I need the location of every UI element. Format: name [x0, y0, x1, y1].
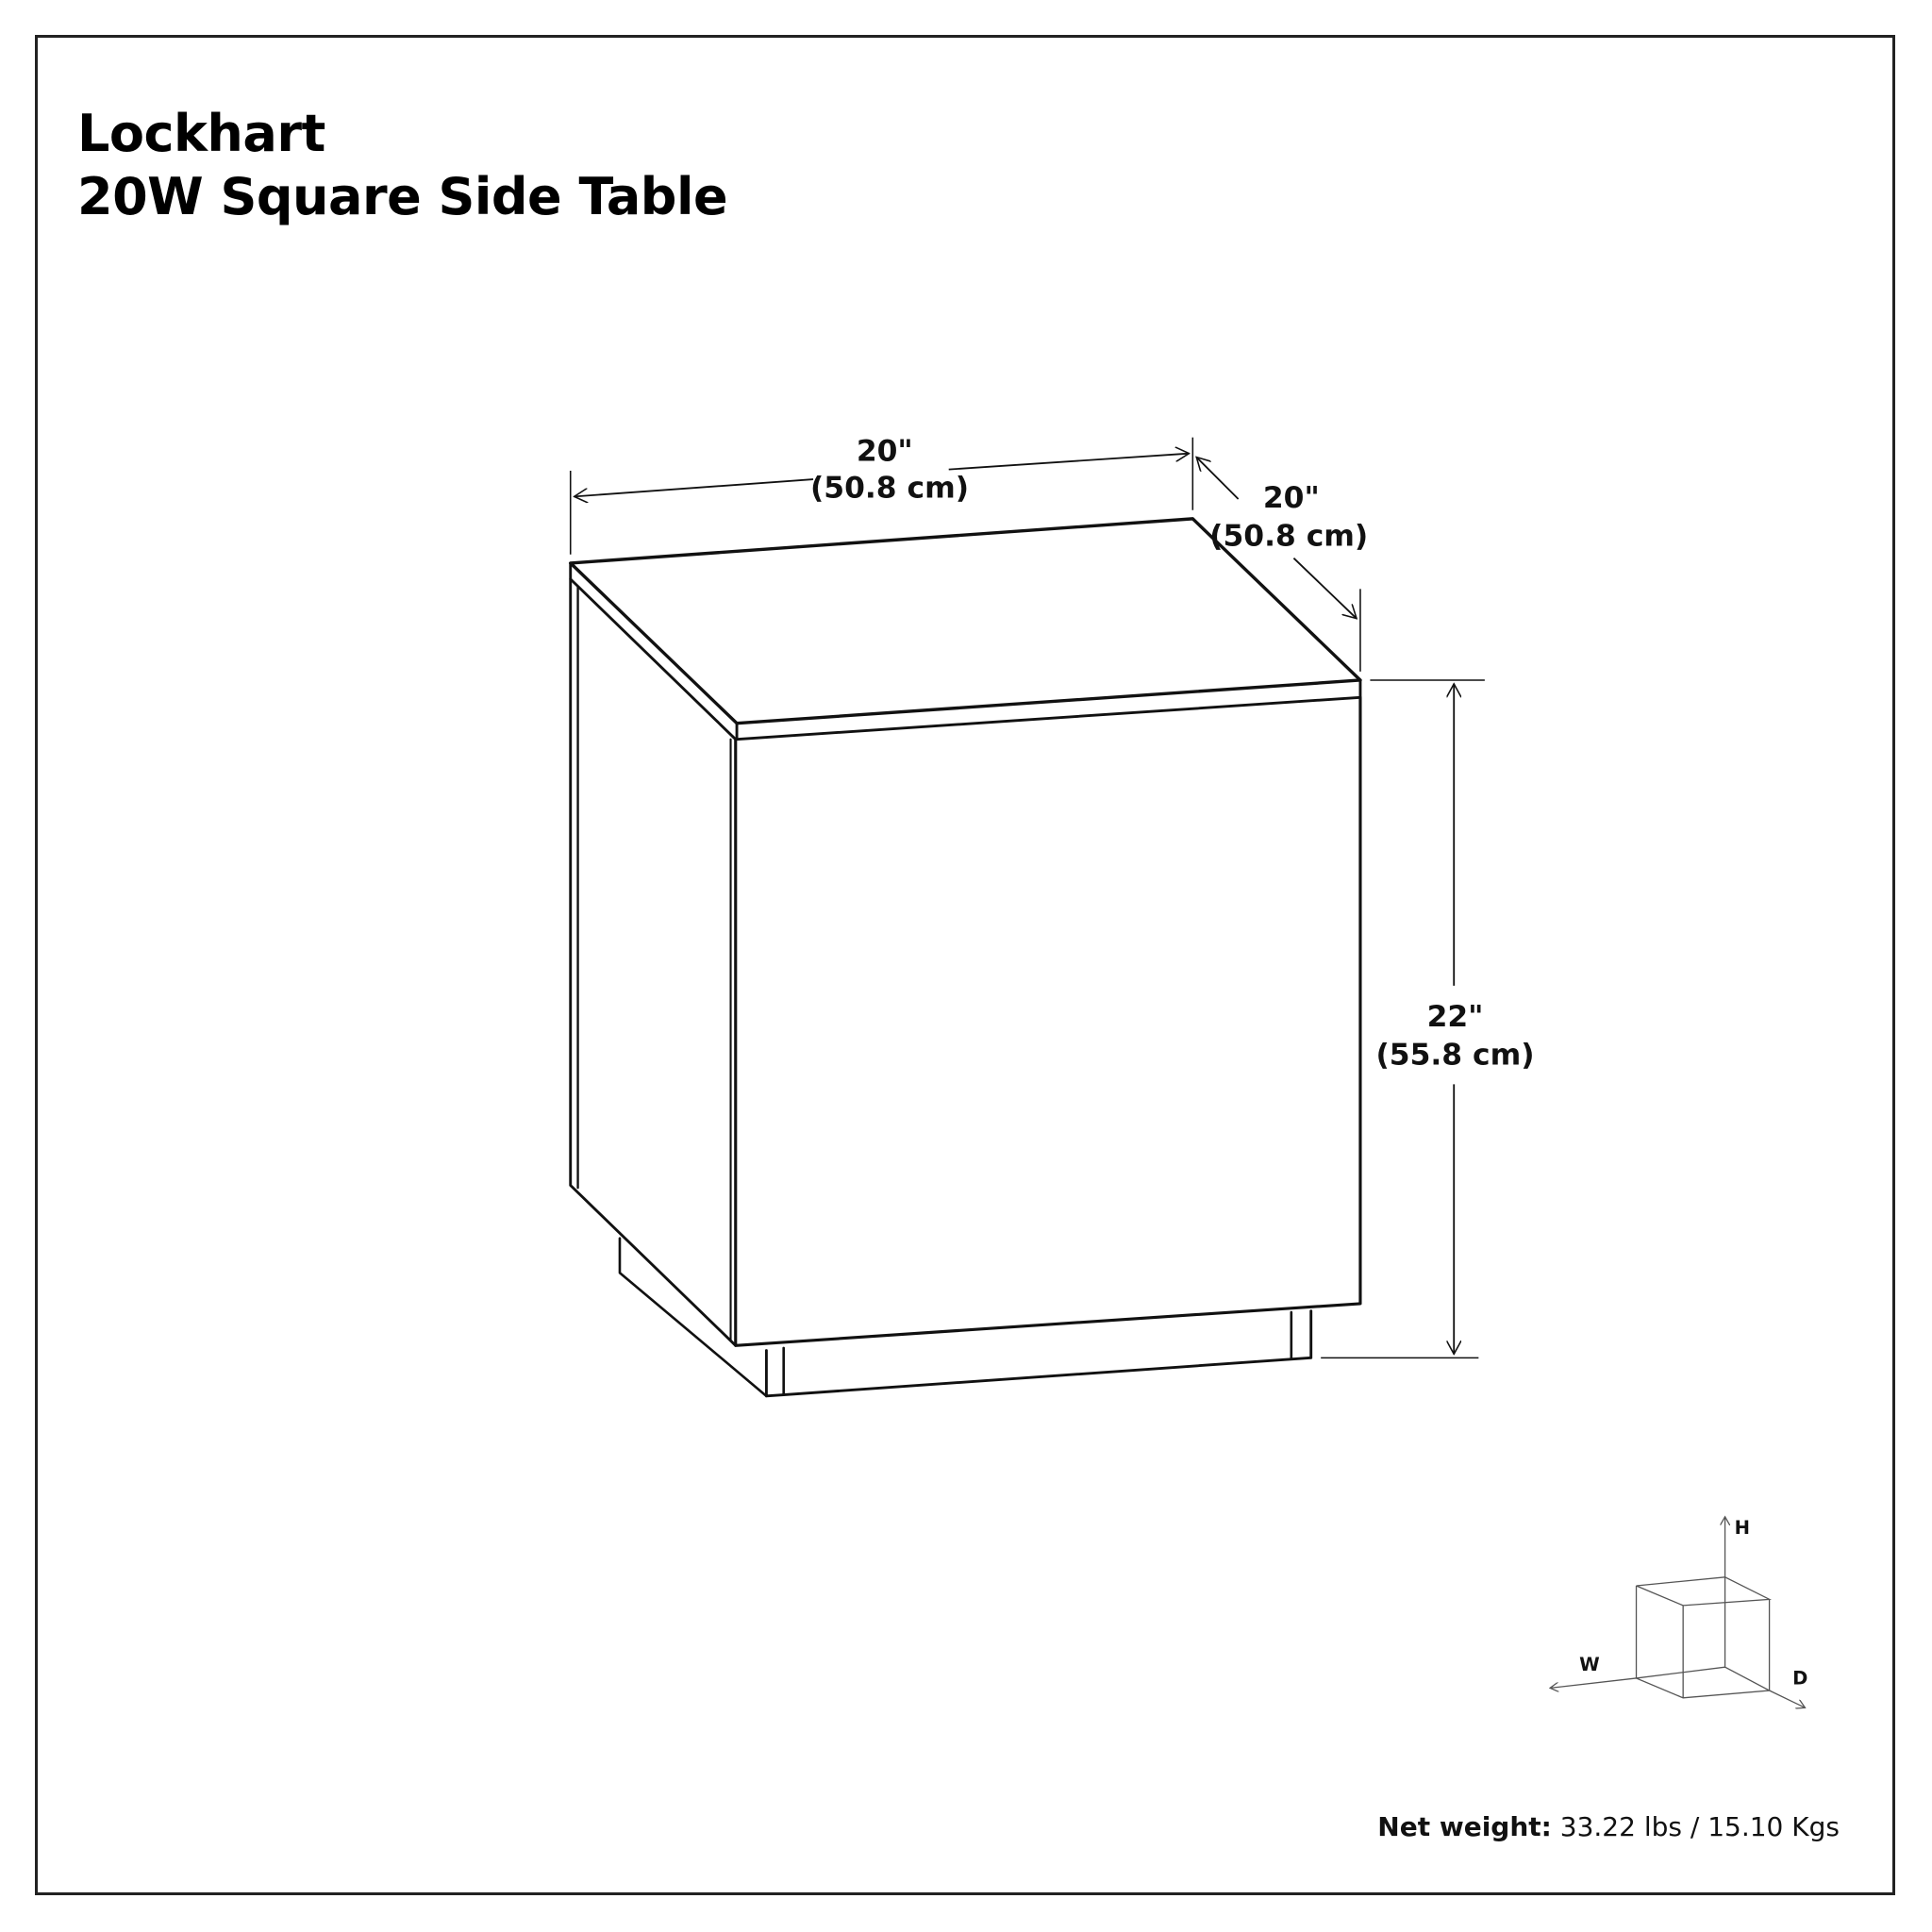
w-axis [1550, 1677, 1637, 1688]
table-top-front-edge [735, 678, 1362, 741]
net-weight-value: 33.22 lbs / 15.10 Kgs [1551, 1811, 1840, 1842]
depth-imperial-label: 20" [1263, 481, 1320, 515]
depth-metric-label: (50.8 cm) [1209, 520, 1368, 554]
width-dimension-line-left [575, 478, 814, 496]
product-name: Lockhart [77, 104, 325, 163]
depth-dimension [1196, 458, 1361, 672]
product-title: Lockhart 20W Square Side Table [77, 102, 728, 228]
width-dimension [569, 437, 1194, 555]
table-left-side [569, 577, 738, 1347]
product-subtitle: 20W Square Side Table [77, 167, 728, 226]
height-metric-label: (55.8 cm) [1375, 1038, 1534, 1072]
table-base-left [618, 1237, 768, 1398]
width-metric-label: (50.8 cm) [810, 472, 969, 506]
side-table-illustration [569, 517, 1362, 1398]
axis-label-w: W [1579, 1654, 1600, 1675]
width-dimension-line-right [948, 454, 1190, 471]
axis-label-h: H [1735, 1517, 1750, 1539]
page-frame [35, 35, 1895, 1895]
height-imperial-label: 22" [1427, 1000, 1484, 1034]
height-dimension [1321, 679, 1485, 1359]
d-axis [1769, 1690, 1806, 1707]
net-weight-label: Net weight: [1377, 1811, 1552, 1842]
net-weight: Net weight: 33.22 lbs / 15.10 Kgs [1377, 1811, 1840, 1842]
depth-dimension-line-top [1196, 458, 1240, 500]
width-imperial-label: 20" [857, 434, 913, 468]
table-front-face [734, 695, 1362, 1347]
axis-legend-cube-icon [1550, 1517, 1805, 1707]
axis-label-d: D [1792, 1667, 1807, 1689]
depth-dimension-line-bottom [1292, 558, 1357, 619]
